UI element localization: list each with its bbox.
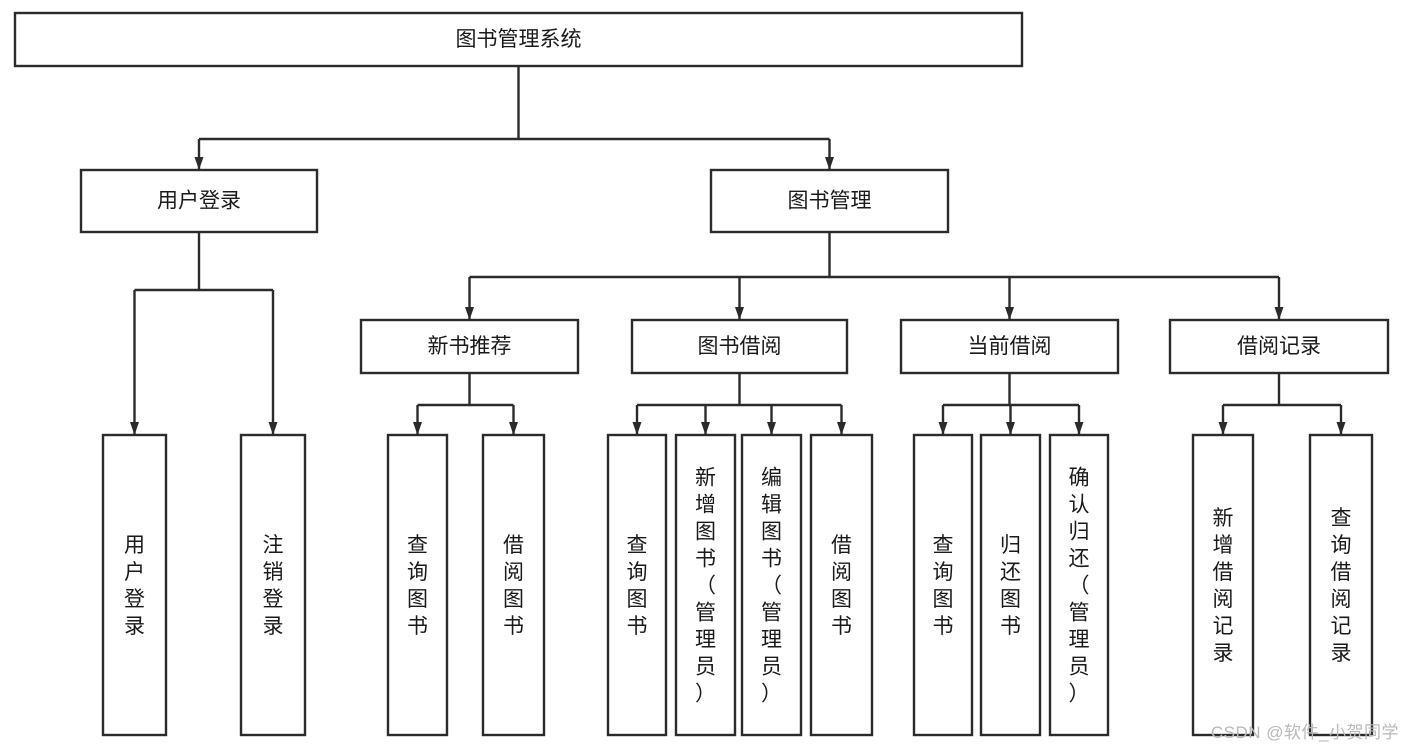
node-label-current-borrow: 当前借阅 [968,335,1052,358]
node-label-new-book-recommend: 新书推荐 [428,335,512,358]
node-box-borrow-record[interactable] [1168,318,1390,375]
node-leaf-query-book-2[interactable]: 查询图书 [606,433,668,737]
node-box-leaf-confirm-return[interactable] [1048,433,1110,737]
node-current-borrow[interactable]: 当前借阅 [899,318,1120,375]
node-box-leaf-query-book-1[interactable] [386,433,449,737]
node-box-current-borrow[interactable] [899,318,1120,375]
node-label-leaf-add-record: 新增借阅记录 [1213,507,1234,665]
node-box-leaf-add-record[interactable] [1191,433,1255,737]
node-box-leaf-return-book[interactable] [979,433,1042,737]
node-label-leaf-edit-book: 编辑图书（管理员） [761,467,782,706]
node-label-leaf-borrow-book-1: 借阅图书 [503,534,524,638]
node-box-leaf-user-login[interactable] [101,433,168,737]
node-label-leaf-query-record: 查询借阅记录 [1331,507,1352,665]
node-label-leaf-add-book: 新增图书（管理员） [695,467,716,706]
node-leaf-return-book[interactable]: 归还图书 [979,433,1042,737]
node-label-leaf-query-book-2: 查询图书 [627,534,648,638]
node-leaf-edit-book[interactable]: 编辑图书（管理员） [740,433,803,737]
node-leaf-logout[interactable]: 注销登录 [239,433,307,737]
node-label-root: 图书管理系统 [456,28,582,51]
node-boxes-group: 图书管理系统用户登录图书管理新书推荐图书借阅当前借阅借阅记录用户登录注销登录查询… [13,11,1390,737]
node-box-leaf-borrow-book-2[interactable] [809,433,874,737]
node-new-book-recommend[interactable]: 新书推荐 [359,318,580,375]
edge-group-borrow-record [1218,373,1346,435]
node-box-book-manage[interactable] [709,168,950,234]
node-label-leaf-query-book-1: 查询图书 [407,534,428,638]
node-label-leaf-user-login: 用户登录 [124,534,145,638]
node-label-user-login: 用户登录 [157,190,241,213]
node-leaf-borrow-book-2[interactable]: 借阅图书 [809,433,874,737]
node-borrow-record[interactable]: 借阅记录 [1168,318,1390,375]
node-box-root[interactable] [13,11,1024,68]
node-box-book-borrow[interactable] [630,318,849,375]
edge-group-user-login [130,232,278,435]
node-box-leaf-query-book-3[interactable] [912,433,974,737]
connector-lines-group [130,66,1346,435]
edge-group-book-manage [465,232,1284,320]
node-box-new-book-recommend[interactable] [359,318,580,375]
node-leaf-add-book[interactable]: 新增图书（管理员） [674,433,737,737]
node-leaf-borrow-book-1[interactable]: 借阅图书 [481,433,546,737]
node-leaf-user-login[interactable]: 用户登录 [101,433,168,737]
node-book-manage[interactable]: 图书管理 [709,168,950,234]
node-user-login[interactable]: 用户登录 [79,168,319,234]
node-box-leaf-edit-book[interactable] [740,433,803,737]
node-root[interactable]: 图书管理系统 [13,11,1024,68]
node-box-leaf-borrow-book-1[interactable] [481,433,546,737]
node-label-leaf-return-book: 归还图书 [1000,534,1021,638]
node-box-user-login[interactable] [79,168,319,234]
node-label-borrow-record: 借阅记录 [1237,335,1321,358]
node-leaf-query-book-1[interactable]: 查询图书 [386,433,449,737]
edge-group-current-borrow [938,373,1084,435]
node-label-leaf-query-book-3: 查询图书 [933,534,954,638]
edge-group-book-borrow [632,373,846,435]
node-leaf-query-record[interactable]: 查询借阅记录 [1308,433,1374,737]
edge-group-new-book-recommend [413,373,518,435]
node-label-leaf-confirm-return: 确认归还（管理员） [1069,467,1090,706]
node-label-book-manage: 图书管理 [788,190,872,213]
node-leaf-confirm-return[interactable]: 确认归还（管理员） [1048,433,1110,737]
node-label-leaf-borrow-book-2: 借阅图书 [831,534,852,638]
node-label-leaf-logout: 注销登录 [263,534,284,638]
node-leaf-add-record[interactable]: 新增借阅记录 [1191,433,1255,737]
node-label-book-borrow: 图书借阅 [698,335,782,358]
node-book-borrow[interactable]: 图书借阅 [630,318,849,375]
node-box-leaf-query-record[interactable] [1308,433,1374,737]
edge-group-root [194,66,834,170]
node-box-leaf-add-book[interactable] [674,433,737,737]
node-leaf-query-book-3[interactable]: 查询图书 [912,433,974,737]
node-box-leaf-logout[interactable] [239,433,307,737]
node-box-leaf-query-book-2[interactable] [606,433,668,737]
